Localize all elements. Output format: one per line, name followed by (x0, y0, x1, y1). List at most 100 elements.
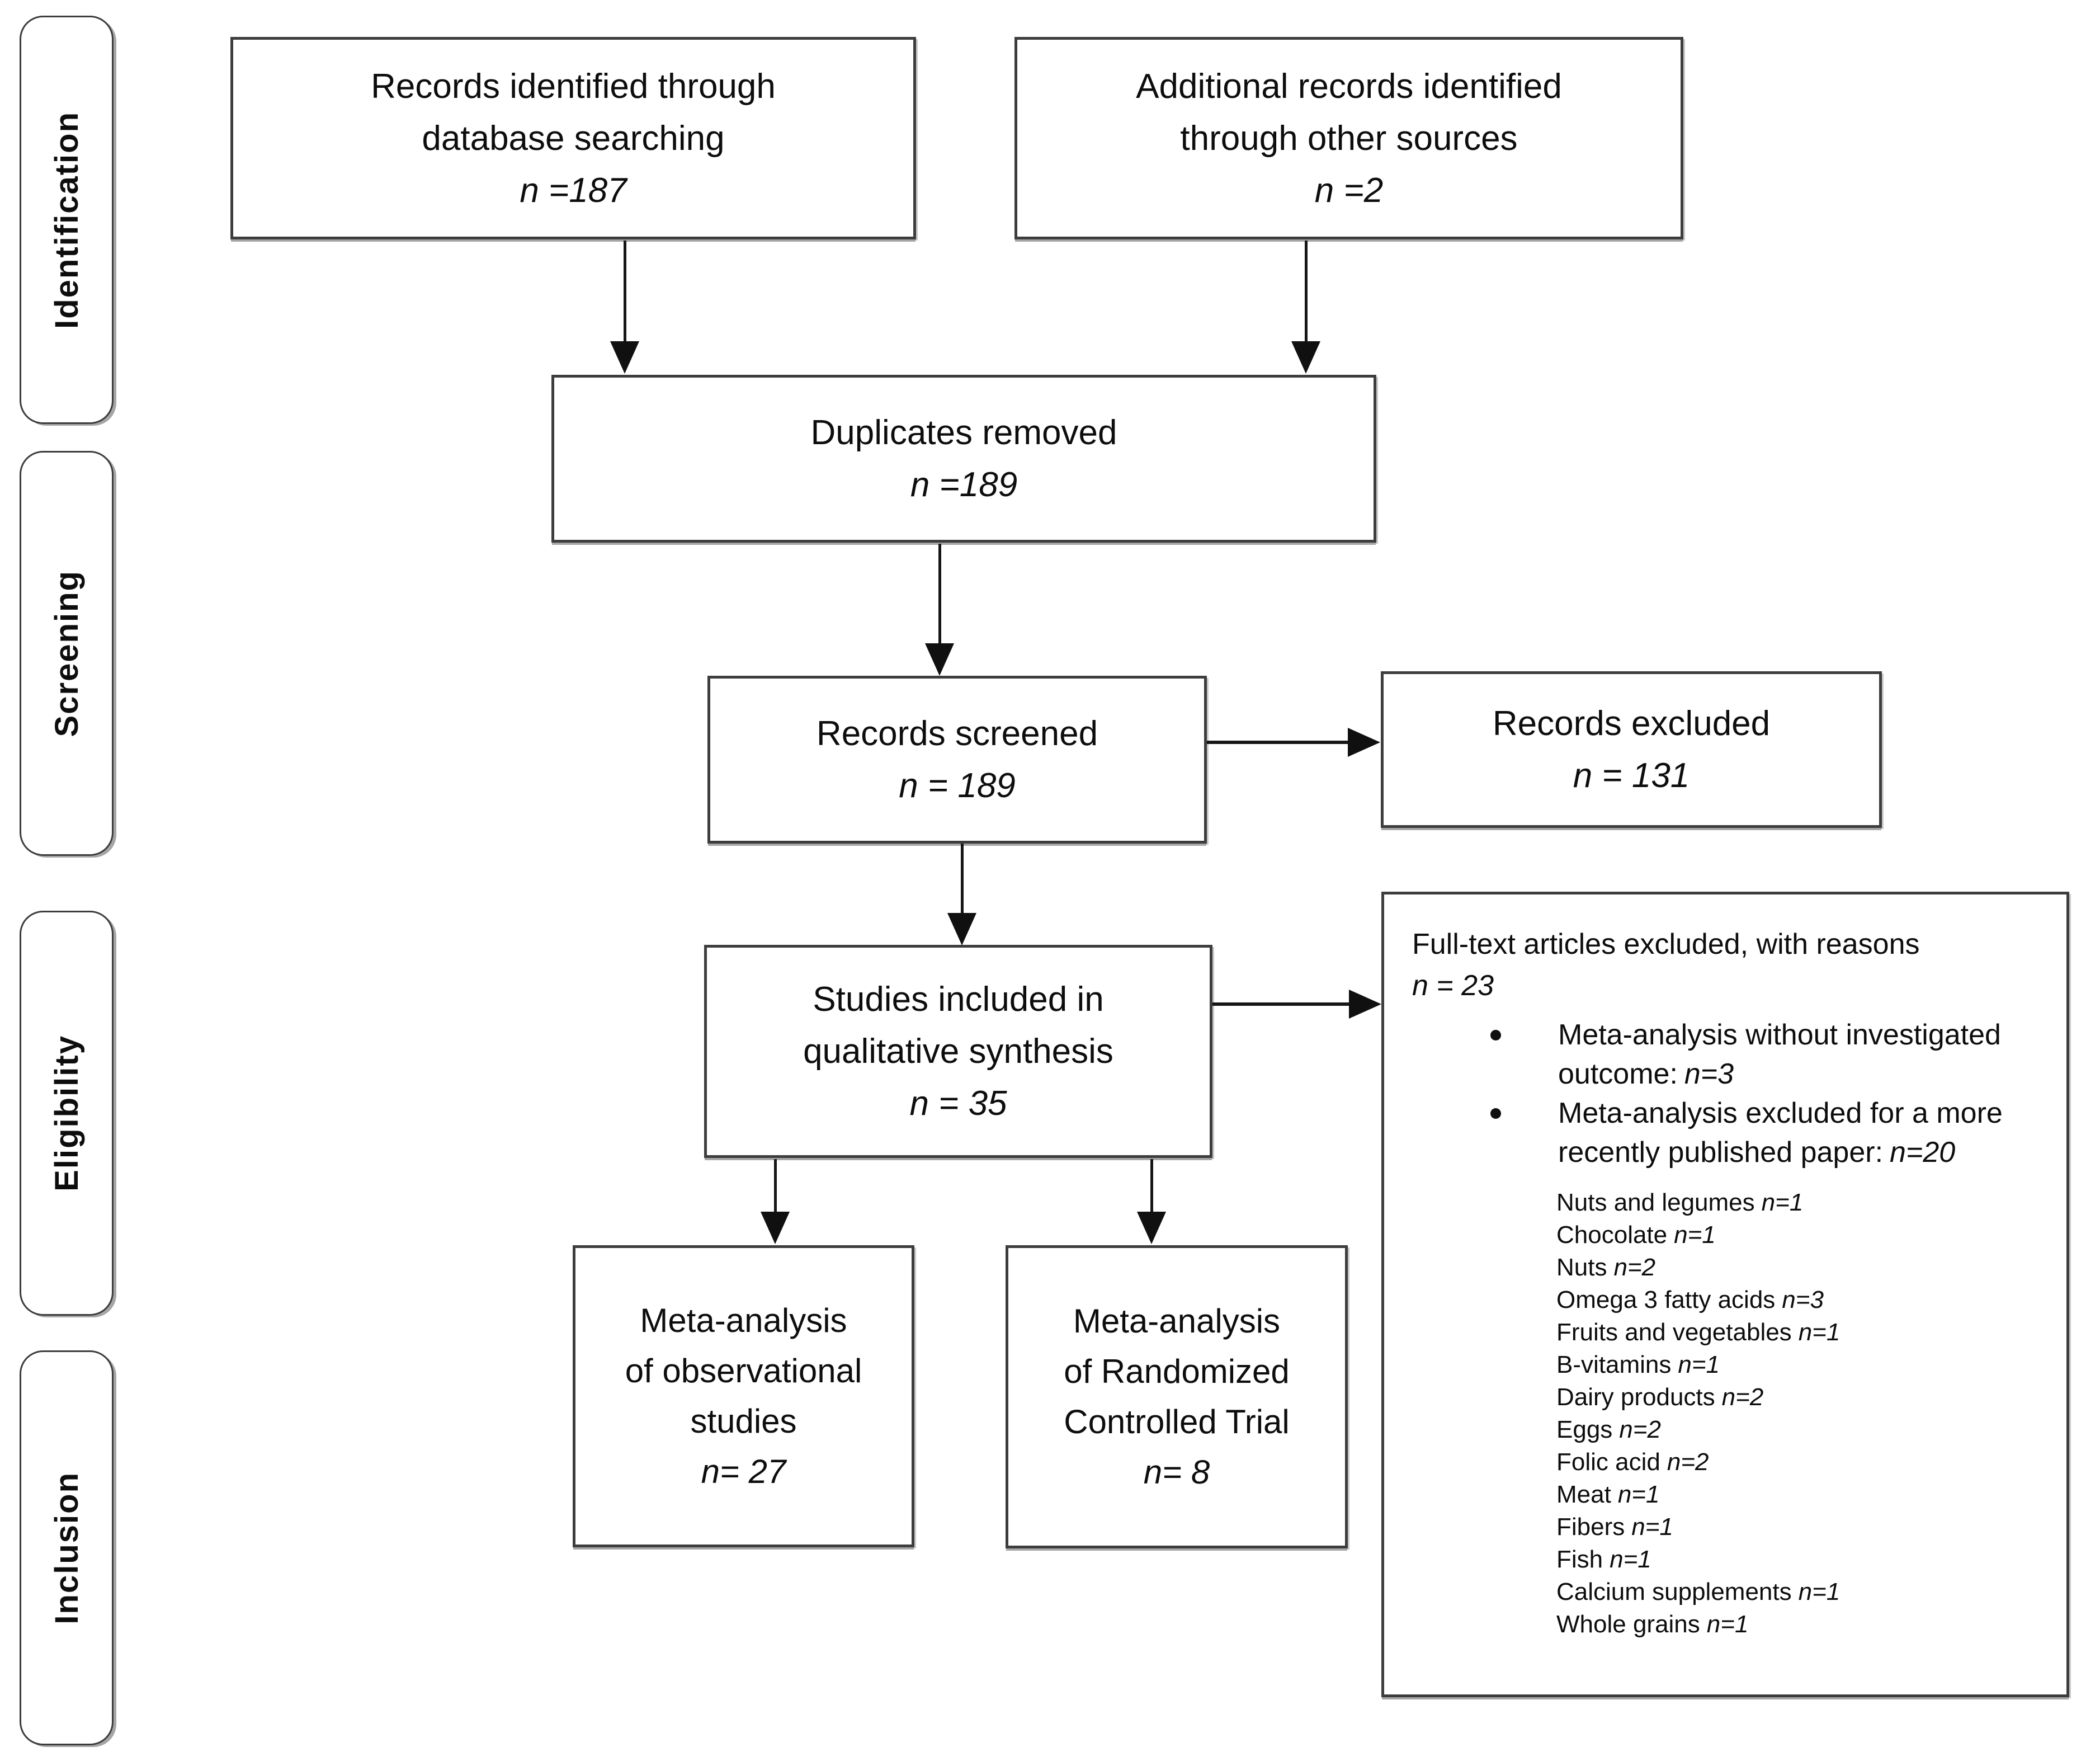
arrow-studies-to-meta-rct-line (1150, 1159, 1153, 1213)
bullet-line-text: outcome: (1558, 1058, 1678, 1090)
box-text-line: Additional records identified (1136, 67, 1562, 106)
box-count: n =187 (520, 171, 627, 210)
box-meta-observational: Meta-analysis of observational studies n… (573, 1245, 914, 1547)
arrow-screened-to-studies-head (947, 913, 976, 945)
box-count: n= 8 (1143, 1453, 1210, 1491)
arrow-duplicates-to-screened-line (938, 544, 941, 644)
box-count: n = 189 (899, 766, 1016, 805)
reason-label: Chocolate (1556, 1221, 1668, 1249)
box-fulltext-excluded: Full-text articles excluded, with reason… (1381, 892, 2069, 1697)
box-studies-included: Studies included in qualitative synthesi… (704, 945, 1212, 1158)
reason-count: n=2 (1667, 1448, 1709, 1476)
reason-label: Nuts (1556, 1254, 1607, 1281)
reason-count: n=1 (1617, 1481, 1660, 1508)
bullet-line-count: n=20 (1890, 1136, 1956, 1169)
arrow-studies-to-meta-rct-head (1137, 1212, 1166, 1244)
reason-count: n=1 (1798, 1319, 1841, 1346)
reason-label: Omega 3 fatty acids (1556, 1286, 1776, 1313)
box-count: n = 35 (909, 1084, 1007, 1123)
box-text-line: of observational (625, 1352, 862, 1390)
arrow-studies-to-meta-observational-line (774, 1159, 777, 1213)
reason-count: n=2 (1619, 1416, 1661, 1443)
box-duplicates-removed: Duplicates removed n =189 (551, 375, 1376, 543)
reason-label: Dairy products (1556, 1383, 1715, 1411)
reason-label: Folic acid (1556, 1448, 1660, 1476)
box-text-line: Controlled Trial (1064, 1403, 1290, 1440)
bullet-line-count: n=3 (1684, 1058, 1734, 1090)
stage-label: Identification (48, 111, 85, 329)
reason-count: n=1 (1798, 1578, 1841, 1605)
box-text-line: Records screened (816, 714, 1098, 753)
bullet-line: outcome:n=3 (1558, 1054, 2001, 1094)
reason-count: n=1 (1674, 1221, 1716, 1249)
arrow-studies-to-meta-observational-head (761, 1212, 790, 1244)
box-text-line: Meta-analysis (640, 1302, 847, 1339)
stage-label: Inclusion (48, 1471, 85, 1625)
reason-count: n=3 (1782, 1286, 1824, 1313)
stage-eligibility: Eligibility (20, 911, 114, 1316)
reason-label: Fibers (1556, 1513, 1625, 1541)
reason-label: Eggs (1556, 1416, 1613, 1443)
bullet-item: Meta-analysis excluded for a more recent… (1412, 1094, 2003, 1172)
reason-label: Nuts and legumes (1556, 1189, 1755, 1216)
box-text-line: of Randomized (1064, 1353, 1290, 1390)
reason-label: Fish (1556, 1546, 1603, 1573)
box-count: n =2 (1314, 171, 1384, 210)
reason-count: n=2 (1721, 1383, 1764, 1411)
arrow-additional-records-to-duplicates-line (1305, 241, 1308, 342)
bullet-line: Meta-analysis excluded for a more (1558, 1097, 2003, 1129)
bullet-text: Meta-analysis excluded for a more recent… (1558, 1094, 2003, 1172)
box-records-screened: Records screened n = 189 (707, 676, 1207, 844)
box-text-line: Duplicates removed (810, 413, 1117, 452)
arrow-additional-records-to-duplicates-head (1291, 341, 1320, 374)
box-text-line: Studies included in (813, 980, 1104, 1019)
box-text-line: through other sources (1180, 119, 1518, 158)
stage-identification: Identification (20, 16, 114, 424)
box-meta-rct: Meta-analysis of Randomized Controlled T… (1006, 1245, 1348, 1548)
bullet-icon (1490, 1108, 1501, 1119)
fulltext-count: n = 23 (1412, 969, 1494, 1002)
reason-count: n=2 (1613, 1254, 1656, 1281)
stage-screening: Screening (20, 451, 114, 856)
reason-label: B-vitamins (1556, 1351, 1672, 1378)
box-text-line: studies (690, 1402, 797, 1440)
stage-inclusion: Inclusion (20, 1350, 114, 1745)
arrow-records-identified-to-duplicates-line (624, 241, 626, 342)
box-additional-records: Additional records identified through ot… (1014, 37, 1683, 239)
stage-label: Eligibility (48, 1035, 85, 1192)
box-text-line: Records identified through (371, 67, 776, 106)
reason-count: n=1 (1678, 1351, 1720, 1378)
reason-label: Whole grains (1556, 1611, 1700, 1638)
arrow-duplicates-to-screened-head (925, 643, 954, 676)
arrow-records-identified-to-duplicates-head (610, 341, 639, 374)
reason-label: Meat (1556, 1481, 1611, 1508)
box-records-identified: Records identified through database sear… (230, 37, 916, 239)
arrow-studies-to-fulltext-head (1349, 990, 1381, 1019)
reason-count: n=1 (1706, 1611, 1749, 1638)
bullet-text: Meta-analysis without investigated outco… (1558, 1015, 2001, 1094)
bullet-line-text: recently published paper: (1558, 1136, 1884, 1169)
box-count: n= 27 (701, 1453, 786, 1490)
box-text-line: Meta-analysis (1073, 1302, 1281, 1340)
stage-label: Screening (48, 569, 85, 737)
box-count: n = 131 (1573, 756, 1690, 795)
box-text-line: Records excluded (1492, 704, 1771, 743)
box-text-line: database searching (422, 119, 725, 158)
box-records-excluded: Records excluded n = 131 (1381, 671, 1882, 828)
reason-label: Fruits and vegetables (1556, 1319, 1792, 1346)
box-count: n =189 (910, 465, 1018, 504)
box-text-line: qualitative synthesis (803, 1032, 1113, 1071)
bullet-line: recently published paper:n=20 (1558, 1133, 2003, 1172)
